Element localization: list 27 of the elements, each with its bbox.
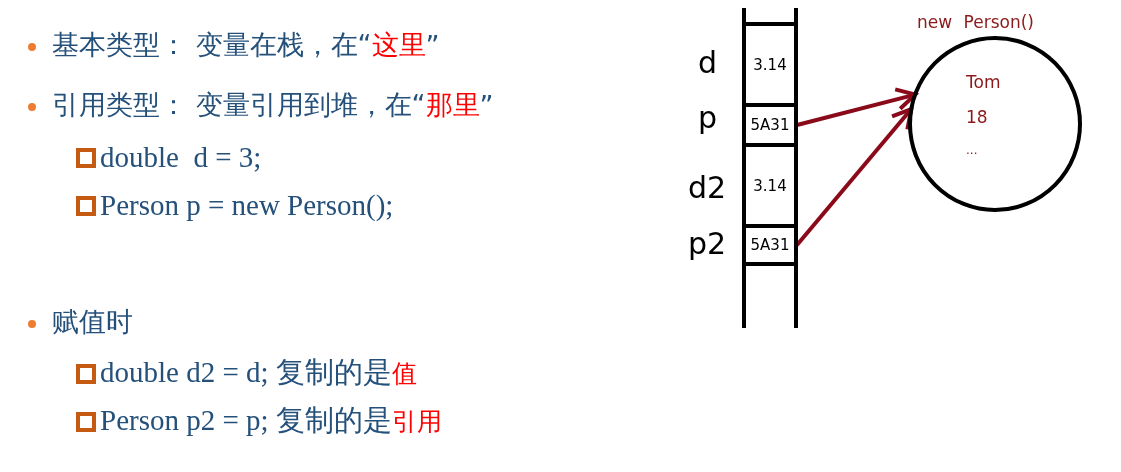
highlighted-text: 那里 [425,88,480,122]
code-line: double d2 = d; 复制的是 [100,355,392,390]
field-value: ... [966,144,978,156]
code-line: double d = 3; [100,140,262,174]
bullet-text: 基本类型： 变量在栈，在“ [52,28,372,62]
bullet-text: ” [479,89,494,121]
bullet-text: 引用类型： 变量引用到堆，在“ [52,88,426,122]
highlighted-text: 引用 [391,405,442,438]
code-line: Person p2 = p; 复制的是 [100,403,392,438]
cell-value: 3.14 [753,176,787,195]
code-line: Person p = new Person(); [100,188,394,222]
bullet-text: 赋值时 [52,305,133,339]
highlighted-text: 这里 [371,28,426,62]
variable-name: d2 [688,173,727,203]
arrow [796,87,918,127]
highlighted-text: 值 [391,357,417,390]
field-value: Tom [966,74,1001,91]
cell-value: 5A31 [750,236,790,254]
cell-value: 5A31 [750,116,790,134]
variable-name: d [698,48,718,78]
object-heading: new Person() [917,14,1034,31]
stack-column [742,8,798,328]
bullet-text: ” [425,29,440,61]
variable-name: p2 [688,229,727,259]
field-value: 18 [966,109,988,126]
variable-name: p [698,103,718,133]
cell-value: 3.14 [753,55,787,74]
